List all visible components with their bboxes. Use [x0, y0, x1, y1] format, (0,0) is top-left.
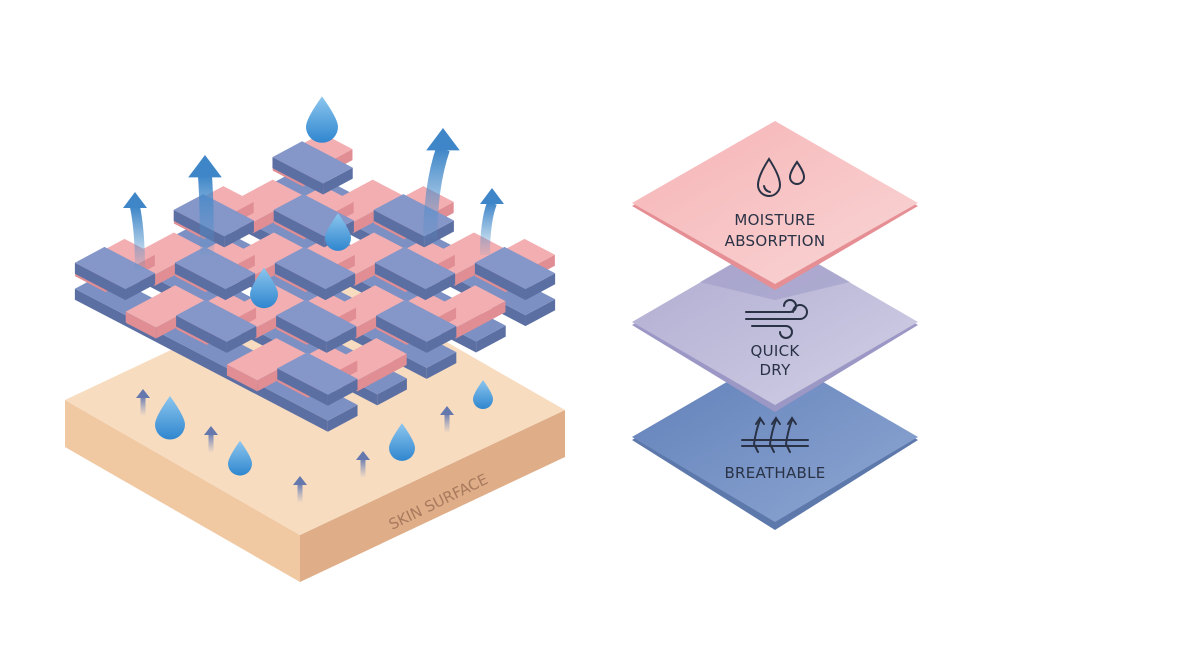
small-up-arrow-icon — [136, 389, 150, 416]
pink-fiber-side — [456, 301, 506, 339]
water-drop-icon — [228, 440, 252, 476]
blue-fiber-end — [426, 352, 457, 379]
pink-fiber — [125, 285, 206, 328]
pink-fiber-end — [226, 364, 258, 392]
blue-fiber-over-end — [326, 326, 357, 353]
fabric-weave — [74, 133, 556, 432]
water-drop-icon — [325, 213, 351, 251]
blue-fiber-over-end — [323, 167, 353, 195]
blue-fiber-over-end — [325, 273, 356, 301]
blue-fiber-over-side — [373, 209, 425, 248]
blue-fiber-over — [474, 246, 556, 290]
blue-fiber-over-side — [276, 315, 327, 353]
blue-fiber-over — [277, 352, 358, 395]
blue-fiber-over — [276, 299, 357, 342]
blue-fiber-over-side — [376, 315, 427, 353]
moisture-label-line2: ABSORPTION — [725, 232, 826, 250]
small-up-arrow-icon — [293, 476, 307, 503]
blue-fiber-end — [327, 404, 358, 432]
blue-fiber-over — [274, 246, 356, 290]
small-up-arrow-icon — [440, 406, 454, 433]
blue-fiber-over-side — [474, 262, 526, 301]
blue-fiber-over-end — [425, 273, 456, 301]
water-drop-icon — [250, 267, 278, 309]
blue-fiber-over-side — [273, 209, 325, 248]
wind-icon — [745, 299, 808, 339]
vapor-arrow-icon — [480, 188, 504, 256]
feature-quick-dry: QUICK DRY — [632, 239, 918, 412]
blue-fiber-over-side — [174, 262, 226, 301]
blue-fiber-over-end — [225, 273, 256, 301]
vapor-arrow-icon — [423, 128, 460, 246]
blue-fiber-over-side — [374, 262, 426, 301]
blue-fiber-over — [174, 246, 256, 290]
blue-fiber-over-end — [426, 326, 457, 353]
pink-fiber-end — [125, 311, 157, 339]
feature-breathable: BREATHABLE — [632, 354, 918, 530]
blue-fiber-over — [272, 141, 353, 184]
pink-fiber — [226, 338, 307, 381]
pink-fiber-side — [357, 353, 407, 392]
blue-fiber-over-side — [272, 157, 324, 195]
vapor-arrow-icon — [188, 155, 222, 256]
small-up-arrow-icon — [356, 451, 370, 478]
blue-fiber-over — [74, 246, 156, 290]
blue-fiber-end — [476, 325, 506, 353]
blue-fiber-over — [374, 246, 456, 290]
blue-fiber-over-end — [327, 378, 358, 406]
blue-fiber-end — [377, 378, 407, 406]
blue-fiber-over-end — [224, 220, 254, 248]
blue-fiber-over-side — [277, 368, 328, 406]
moisture-flow — [123, 96, 504, 503]
airflow-arrows-icon — [741, 416, 809, 453]
blue-fiber-over-side — [74, 262, 126, 301]
feature-moisture-absorption: MOISTURE ABSORPTION — [632, 121, 918, 290]
quick-dry-label-line1: QUICK — [750, 342, 800, 360]
blue-fiber-over-side — [176, 315, 227, 353]
water-drop-icon — [473, 380, 493, 409]
blue-fiber-over — [176, 299, 257, 342]
water-drop-icon — [306, 96, 338, 143]
small-up-arrow-icon — [204, 426, 218, 453]
breathable-label: BREATHABLE — [724, 464, 825, 482]
blue-fiber-end — [525, 299, 556, 327]
vapor-arrow-icon — [123, 192, 147, 271]
blue-fiber-over — [376, 299, 457, 342]
water-drops-icon — [756, 157, 806, 197]
blue-fiber-over-end — [525, 273, 556, 301]
water-drop-icon — [155, 396, 185, 440]
moisture-label-line1: MOISTURE — [734, 211, 815, 229]
blue-fiber-over-side — [274, 262, 326, 301]
quick-dry-label-line2: DRY — [759, 361, 791, 379]
water-drop-icon — [389, 423, 415, 461]
blue-fiber-over-end — [125, 273, 156, 301]
blue-fiber-over — [173, 194, 254, 237]
blue-fiber-over-end — [226, 326, 257, 353]
